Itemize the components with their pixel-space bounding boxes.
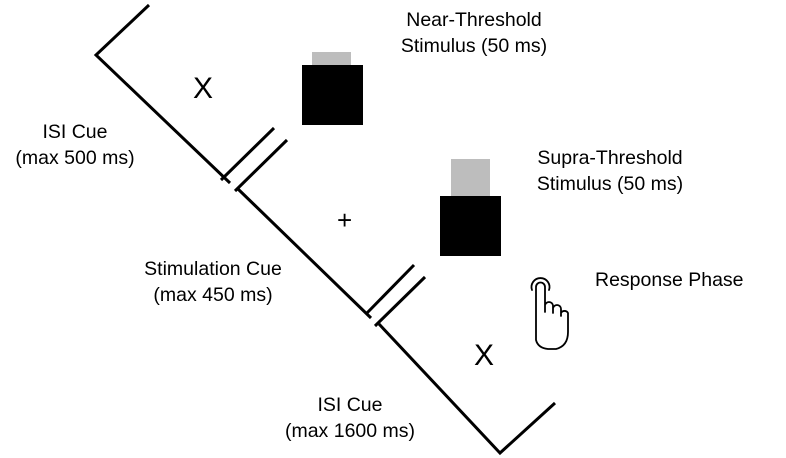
timeline-segment-3 — [377, 322, 557, 456]
supra-threshold-label-line1: Supra-Threshold — [537, 147, 683, 169]
supra-threshold-stimulus-bar — [451, 159, 490, 197]
isi-cue-1-label-line1: ISI Cue — [42, 121, 108, 143]
near-threshold-label-line1: Near-Threshold — [406, 9, 542, 31]
near-threshold-stimulus-bar — [312, 52, 351, 66]
stimulation-cue-label-line2: (max 450 ms) — [153, 284, 273, 306]
supra-threshold-label-line2: Stimulus (50 ms) — [536, 173, 684, 195]
near-threshold-stimulus-box — [302, 65, 363, 125]
isi-cue-1-label-line2: (max 500 ms) — [15, 147, 135, 169]
supra-threshold-stimulus-box — [440, 196, 501, 256]
isi-cue-1-symbol: X — [193, 72, 214, 105]
timeline-segment-2 — [236, 187, 373, 320]
stimulation-cue-label-line1: Stimulation Cue — [144, 258, 282, 280]
isi-cue-2-label: ISI Cue (max 1600 ms) — [255, 392, 445, 444]
pointing-hand-icon — [530, 277, 569, 350]
response-phase-label: Response Phase — [595, 269, 744, 291]
supra-threshold-label: Supra-Threshold Stimulus (50 ms) — [510, 145, 710, 197]
timeline-break-1a — [219, 126, 276, 182]
near-threshold-label-line2: Stimulus (50 ms) — [400, 35, 548, 57]
near-threshold-label: Near-Threshold Stimulus (50 ms) — [374, 7, 574, 59]
stimulation-cue-symbol: + — [337, 205, 353, 235]
isi-cue-2-label-line2: (max 1600 ms) — [284, 420, 416, 442]
timeline-break-1b — [233, 138, 289, 193]
isi-cue-1-label: ISI Cue (max 500 ms) — [0, 119, 150, 171]
isi-cue-2-symbol: X — [474, 339, 495, 372]
timeline-break-2b — [373, 275, 427, 328]
timeline-break-2a — [364, 263, 416, 316]
isi-cue-2-label-line1: ISI Cue — [317, 394, 383, 416]
stimulation-cue-label: Stimulation Cue (max 450 ms) — [118, 256, 308, 308]
timeline-segment-1 — [93, 3, 232, 185]
